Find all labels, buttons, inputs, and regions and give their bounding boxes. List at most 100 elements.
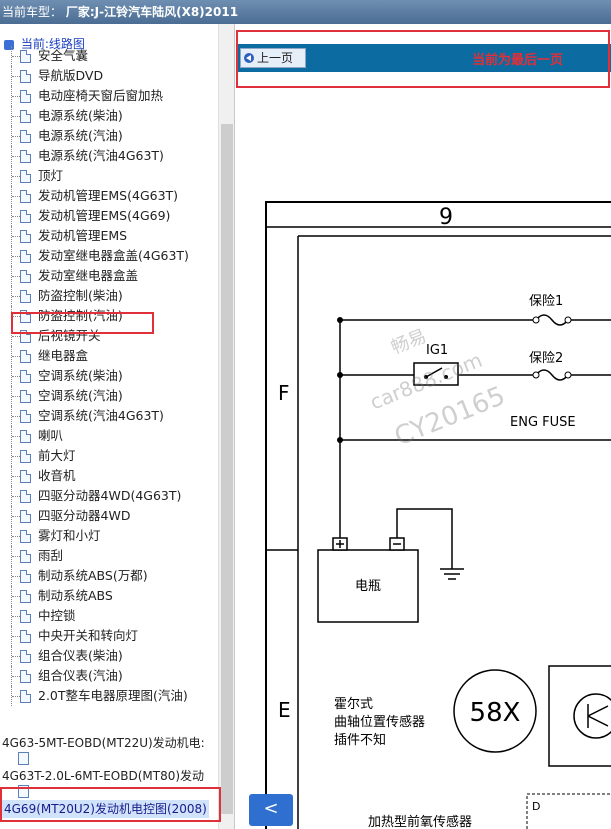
tree-item-label: 组合仪表(柴油): [38, 648, 123, 663]
fuse2-terminal: [564, 371, 572, 379]
tree-connector: [11, 426, 20, 446]
tree-item[interactable]: 制动系统ABS: [0, 586, 218, 606]
document-icon: [20, 230, 31, 243]
tree-item-label: 发动室继电器盒盖(4G63T): [38, 248, 189, 263]
tree-entry-4g69-selected[interactable]: 4G69(MT20U2)发动机电控图(2008): [2, 800, 209, 818]
tree-item[interactable]: 防盗控制(汽油): [0, 306, 218, 326]
prev-page-label: 上一页: [257, 51, 294, 65]
watermark: 畅易 car888.com CY20165: [367, 326, 510, 453]
document-icon: [20, 270, 31, 283]
sensor-label-line2: 曲轴位置传感器: [334, 714, 425, 730]
tree-connector: [11, 246, 20, 266]
viewer-toolbar: 上一页 当前为最后一页: [236, 44, 611, 72]
tree-connector: [11, 86, 20, 106]
tree-item[interactable]: 发动机管理EMS(4G69): [0, 206, 218, 226]
tree-connector: [11, 666, 20, 686]
tree-item[interactable]: 电源系统(汽油4G63T): [0, 146, 218, 166]
tree-item[interactable]: 雾灯和小灯: [0, 526, 218, 546]
tree-item[interactable]: 喇叭: [0, 426, 218, 446]
tree-item[interactable]: 中控锁: [0, 606, 218, 626]
tree-root[interactable]: 当前:线路图: [4, 38, 85, 52]
tree-item[interactable]: 安全气囊: [0, 46, 218, 66]
last-page-note: 当前为最后一页: [472, 53, 564, 68]
tree-connector: [11, 366, 20, 386]
tree-item[interactable]: 组合仪表(汽油): [0, 666, 218, 686]
tree-item[interactable]: 前大灯: [0, 446, 218, 466]
junction-dot: [337, 317, 343, 323]
document-icon: [20, 370, 31, 383]
tree-connector: [11, 166, 20, 186]
tree-connector: [11, 306, 20, 326]
tree-item[interactable]: 发动机管理EMS: [0, 226, 218, 246]
diagram-viewer: 上一页 当前为最后一页 9 F E 保险1 IG1: [236, 24, 611, 829]
tree-item-label: 雨刮: [38, 548, 64, 563]
transistor-symbol: [573, 693, 611, 739]
document-icon: [20, 470, 31, 483]
tree-item[interactable]: 空调系统(汽油4G63T): [0, 406, 218, 426]
document-icon: [20, 410, 31, 423]
document-icon: [20, 670, 31, 683]
tree-item-label: 组合仪表(汽油): [38, 668, 123, 683]
tree-item[interactable]: 空调系统(汽油): [0, 386, 218, 406]
tree-item[interactable]: 收音机: [0, 466, 218, 486]
document-icon: [20, 610, 31, 623]
tree-item[interactable]: 组合仪表(柴油): [0, 646, 218, 666]
tree-item[interactable]: 中央开关和转向灯: [0, 626, 218, 646]
tree-item[interactable]: 电源系统(柴油): [0, 106, 218, 126]
junction-dot: [337, 372, 343, 378]
tree-item[interactable]: 四驱分动器4WD(4G63T): [0, 486, 218, 506]
tree-entry-4g63-5mt[interactable]: 4G63-5MT-EOBD(MT22U)发动机电:: [2, 734, 205, 752]
tree-item[interactable]: 发动室继电器盒盖: [0, 266, 218, 286]
left-arrow-icon: [244, 53, 254, 63]
tree-connector: [11, 126, 20, 146]
junction-dot: [337, 437, 343, 443]
tree-item[interactable]: 继电器盒: [0, 346, 218, 366]
tree-item[interactable]: 防盗控制(柴油): [0, 286, 218, 306]
tree-scrollbar-thumb[interactable]: [221, 124, 233, 814]
tree-item-label: 雾灯和小灯: [38, 528, 101, 543]
tree-connector: [11, 626, 20, 646]
tree-item[interactable]: 导航版DVD: [0, 66, 218, 86]
folder-icon: [4, 39, 14, 50]
eng-fuse-label: ENG FUSE: [510, 415, 576, 430]
tree-connector: [11, 206, 20, 226]
document-icon: [20, 570, 31, 583]
tree-item[interactable]: 发动机管理EMS(4G63T): [0, 186, 218, 206]
tree-item-label: 后视镜开关: [38, 328, 101, 343]
ig1-label: IG1: [426, 343, 448, 358]
tree-item-label: 发动机管理EMS: [38, 228, 128, 243]
tree-item[interactable]: 电源系统(汽油): [0, 126, 218, 146]
tree-connector: [11, 586, 20, 606]
tree-scrollbar[interactable]: [218, 24, 234, 829]
document-icon: [20, 530, 31, 543]
tree-item[interactable]: 四驱分动器4WD: [0, 506, 218, 526]
back-button[interactable]: <: [249, 794, 293, 826]
document-icon: [20, 690, 31, 703]
tree-connector: [11, 646, 20, 666]
tree-item-label: 电动座椅天窗后窗加热: [38, 88, 164, 103]
tree-connector: [11, 406, 20, 426]
tree-entry-label: 4G63T-2.0L-6MT-EOBD(MT80)发动: [2, 769, 205, 783]
tree-connector: [11, 266, 20, 286]
tree-item[interactable]: 雨刮: [0, 546, 218, 566]
tree-entry-4g63t-6mt[interactable]: 4G63T-2.0L-6MT-EOBD(MT80)发动: [2, 767, 204, 785]
tree-item[interactable]: 顶灯: [0, 166, 218, 186]
tree-connector: [11, 526, 20, 546]
document-icon: [18, 752, 29, 765]
tree-connector: [11, 326, 20, 346]
tree-item[interactable]: 发动室继电器盒盖(4G63T): [0, 246, 218, 266]
o2-connector-box: [526, 793, 611, 829]
prev-page-button[interactable]: 上一页: [240, 48, 306, 68]
document-icon: [20, 110, 31, 123]
tree-item[interactable]: 空调系统(柴油): [0, 366, 218, 386]
tree-item-label: 空调系统(汽油4G63T): [38, 408, 164, 423]
fuse1-terminal: [532, 316, 540, 324]
tree-item[interactable]: 电动座椅天窗后窗加热: [0, 86, 218, 106]
tree-item[interactable]: 后视镜开关: [0, 326, 218, 346]
tree-item-label: 防盗控制(汽油): [38, 308, 123, 323]
tree-item[interactable]: 制动系统ABS(万都): [0, 566, 218, 586]
document-icon: [18, 785, 29, 798]
tree-item[interactable]: 2.0T整车电器原理图(汽油): [0, 686, 218, 706]
window-title: 当前车型： 厂家:J-江铃汽车陆风(X8)2011: [0, 0, 611, 24]
